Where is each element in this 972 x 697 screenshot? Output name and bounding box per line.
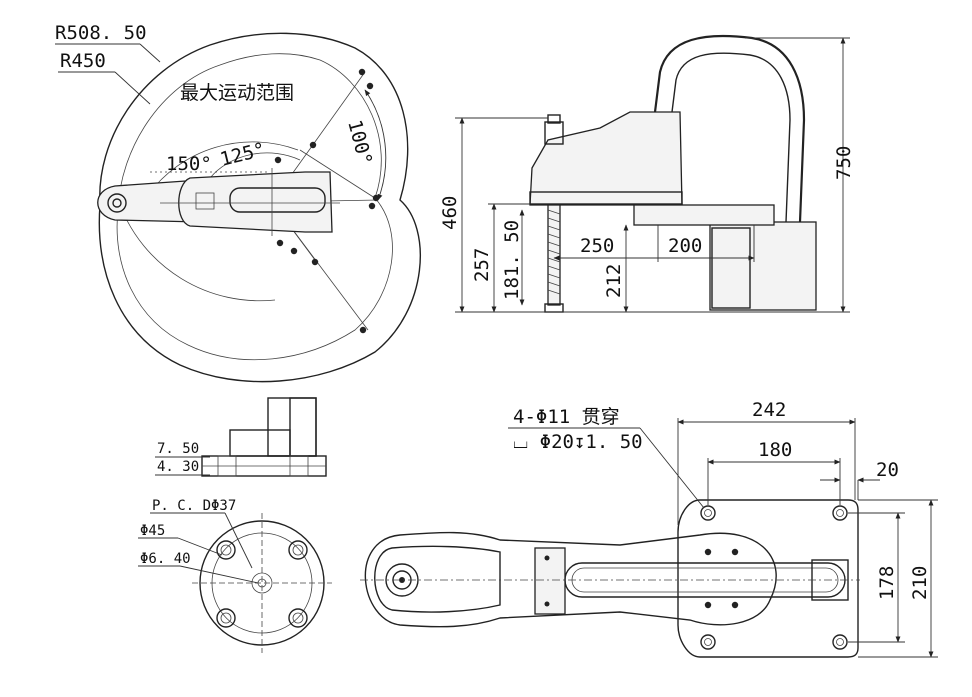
ball-screw (547, 204, 561, 306)
label-dia-45: Φ45 (140, 523, 165, 539)
dim-257: 257 (471, 248, 493, 282)
sweep-arc (119, 204, 276, 302)
dim-200: 200 (668, 235, 702, 257)
dim-4-30: 4. 30 (157, 459, 199, 475)
base-mounting-holes (700, 505, 848, 650)
label-holes: 4-Φ11 贯穿 (513, 406, 620, 428)
flange-side-view (155, 397, 327, 477)
flange-bolt-holes (216, 540, 308, 628)
dim-250: 250 (580, 235, 614, 257)
dim-20: 20 (876, 459, 899, 481)
label-angle-100: 100° (343, 118, 376, 168)
base-body (709, 221, 817, 311)
label-dia-6-40: Φ6. 40 (140, 551, 191, 567)
label-counterbore: ⌴ Φ20↧1. 50 (513, 431, 643, 453)
dim-242: 242 (752, 399, 786, 421)
dim-180: 180 (758, 439, 792, 461)
joint-circle (107, 193, 127, 213)
top-view-motion-range (97, 32, 421, 383)
joint-block (534, 547, 566, 615)
dim-178: 178 (876, 566, 898, 600)
dim-7-50: 7. 50 (157, 441, 199, 457)
sweep-arc (209, 152, 301, 179)
label-range: 最大运动范围 (180, 82, 294, 104)
label-r-outer: R508. 50 (55, 22, 147, 44)
end-effector (385, 563, 419, 597)
side-view (455, 34, 850, 313)
outer-range-envelope (98, 32, 421, 383)
label-angle-150: 150° (166, 153, 212, 175)
arm-housing (529, 111, 683, 206)
dim-212: 212 (603, 264, 625, 298)
base-plate (677, 499, 859, 658)
plan-view (360, 418, 938, 658)
label-pcd: P. C. DΦ37 (152, 498, 236, 514)
arm-outline (364, 531, 777, 628)
dim-210: 210 (909, 566, 931, 600)
dim-750: 750 (833, 146, 855, 180)
label-r-inner: R450 (60, 50, 106, 72)
sweep-arc (147, 141, 299, 196)
dim-181-50: 181. 50 (501, 220, 523, 300)
label-angle-125: 125° (218, 138, 268, 170)
dim-460: 460 (439, 196, 461, 230)
flange-front-view (138, 512, 332, 653)
arm-link-2 (178, 171, 333, 233)
